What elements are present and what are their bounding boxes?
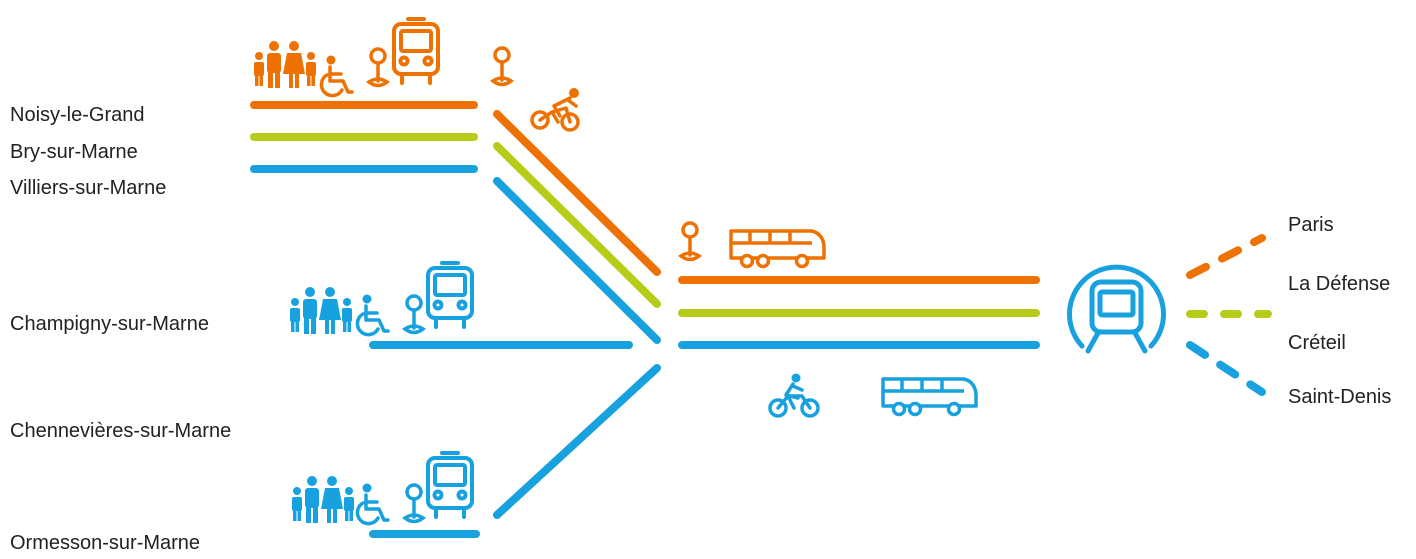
bus-icon — [426, 451, 474, 519]
bus-stop-icon — [403, 483, 425, 524]
coach-icon — [881, 377, 978, 417]
town-label-chennevieres: Chennevières-sur-Marne — [10, 420, 232, 442]
destination-label-paris: Paris — [1288, 214, 1334, 236]
bus-icon — [392, 17, 440, 85]
bus-stop-icon — [491, 46, 513, 87]
bus-stop-icon — [679, 221, 701, 262]
bus-icon — [426, 261, 474, 329]
bus-stop-icon — [367, 47, 389, 88]
blue-branch-saint-denis — [1186, 341, 1266, 396]
family-icon — [290, 287, 352, 334]
bus-stop-icon — [403, 294, 425, 335]
destination-label-creteil: Créteil — [1288, 332, 1346, 354]
destination-label-saint-denis: Saint-Denis — [1288, 386, 1392, 408]
destination-label-la-defense: La Défense — [1288, 273, 1391, 295]
town-label-noisy: Noisy-le-Grand — [10, 104, 145, 126]
bicycle-icon — [768, 372, 820, 418]
family-icon — [292, 476, 354, 523]
orange-branch-paris — [1186, 234, 1266, 279]
wheelchair-icon — [355, 482, 390, 526]
town-label-villiers: Villiers-sur-Marne — [10, 177, 167, 199]
blue-line-diagonal — [493, 177, 661, 344]
wheelchair-icon — [355, 293, 390, 337]
metro-icon — [1067, 264, 1166, 354]
coach-icon — [729, 229, 826, 269]
family-icon — [254, 41, 316, 88]
wheelchair-icon — [319, 54, 354, 98]
town-label-ormesson: Ormesson-sur-Marne — [10, 532, 201, 554]
cyclist-icon — [530, 87, 580, 132]
town-label-bry: Bry-sur-Marne — [10, 141, 138, 163]
green-line-diagonal — [493, 142, 661, 308]
town-label-champigny: Champigny-sur-Marne — [10, 313, 209, 335]
blue-line-ormesson-diagonal — [493, 364, 661, 519]
orange-line-diagonal — [493, 110, 661, 276]
